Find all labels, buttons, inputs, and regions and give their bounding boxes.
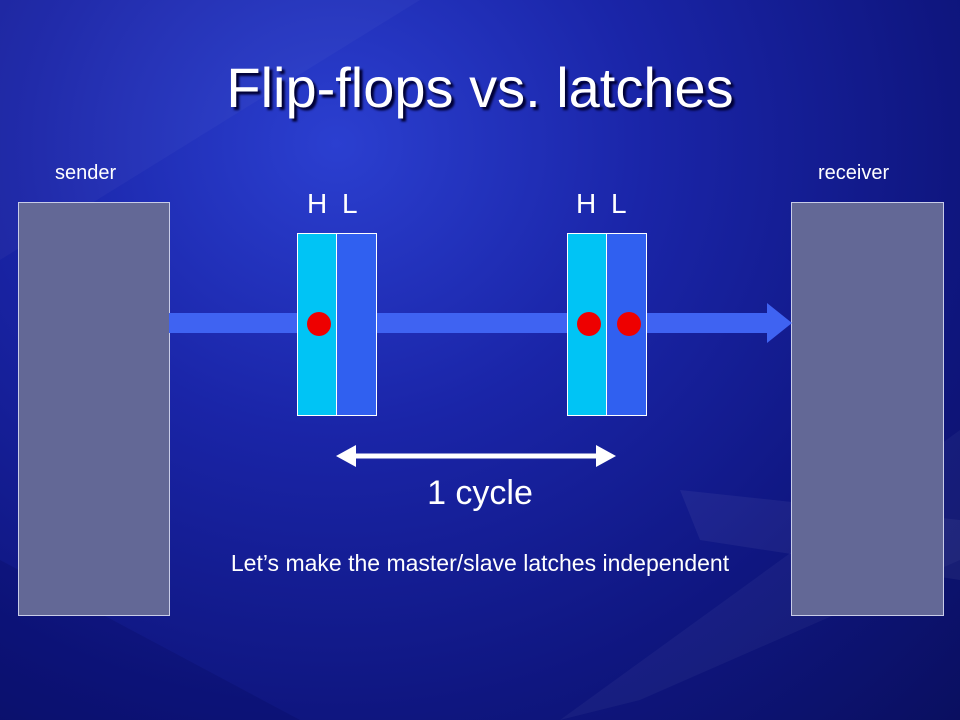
wire-sender-to-latch1 <box>169 313 298 333</box>
receiver-block <box>791 202 944 616</box>
wire-latch2-to-receiver <box>647 313 769 333</box>
slide-caption: Let’s make the master/slave latches inde… <box>230 550 730 576</box>
cycle-label: 1 cycle <box>427 474 533 512</box>
wire-latch1-to-latch2 <box>376 313 568 333</box>
sender-label: sender <box>55 162 117 184</box>
latch1-low <box>336 233 377 416</box>
latch2-h-label: H <box>576 188 597 219</box>
token-latch2-high <box>577 312 601 336</box>
slide-title: Flip-flops vs. latches <box>226 56 734 119</box>
sender-block <box>18 202 170 616</box>
token-latch2-low <box>617 312 641 336</box>
token-latch1-high <box>307 312 331 336</box>
latch2-l-label: L <box>611 188 627 219</box>
latch1-l-label: L <box>342 188 358 219</box>
receiver-label: receiver <box>818 162 890 184</box>
latch1-h-label: H <box>307 188 328 219</box>
